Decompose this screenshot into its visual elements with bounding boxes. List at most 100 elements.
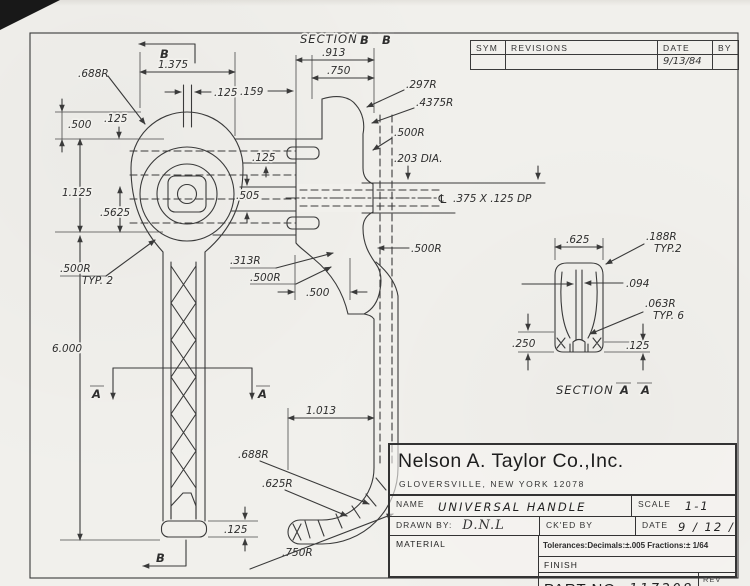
hook-inner-arc	[321, 467, 375, 521]
path-linework	[55, 111, 164, 541]
dim-1125-label: 1.125	[62, 187, 92, 199]
company-address: GLOVERSVILLE, NEW YORK 12078	[390, 477, 735, 496]
dim-094-label: .094	[626, 278, 649, 290]
path-linework	[208, 520, 258, 538]
material-label: MATERIAL	[390, 536, 539, 586]
dim-625r-bot-label: .625R	[262, 478, 293, 490]
section-aa-feet	[556, 337, 602, 353]
section-aa-rib	[575, 269, 583, 341]
rev-header-by: BY	[713, 41, 738, 55]
path-linework	[249, 513, 394, 570]
dim-297r-label: .297R	[406, 79, 437, 91]
head-circle-outer	[139, 146, 235, 242]
scan-corner-artifact	[0, 0, 60, 30]
path-linework	[295, 266, 332, 285]
dims-top: .688R 1.375 .125 .159 .913 .750	[76, 45, 375, 139]
dim-5625-label: .5625	[100, 207, 130, 219]
section-bb-letter2: B	[382, 33, 391, 47]
rev-label: REV	[698, 573, 735, 586]
centerline-symbol: ℄	[437, 192, 448, 206]
dim-750-label: .750	[327, 65, 351, 77]
path-linework	[605, 243, 645, 265]
path-linework	[107, 75, 146, 125]
cut-b-top-label: B	[160, 47, 169, 61]
path-linework	[294, 255, 351, 300]
dim-063r-typ-label: TYP. 6	[653, 310, 684, 322]
hook-hatch-ticks	[292, 477, 387, 541]
dim-505-label: .505	[236, 190, 260, 202]
dim-688r-top-label: .688R	[78, 68, 109, 80]
dim-500r-mid-label: .500R	[250, 272, 281, 284]
rev-entry-date: 9/13/84	[658, 55, 713, 69]
part-no-value: 117208	[629, 582, 694, 586]
rev-header-revisions: REVISIONS	[506, 41, 658, 55]
dim-250-label: .250	[512, 338, 536, 350]
date-value: 9 / 12 / 88	[678, 520, 735, 534]
path-linework	[275, 251, 334, 269]
path-linework	[371, 107, 415, 124]
path-linework	[105, 239, 156, 277]
rib-slot-upper	[286, 146, 320, 160]
dim-6000-label: 6.000	[52, 343, 82, 355]
dim-203dia-label: .203 DIA.	[394, 153, 443, 165]
top-rib-lines	[182, 84, 193, 128]
tolerances-note: Tolerances:Decimals:±.005 Fractions:± 1/…	[539, 536, 735, 557]
dim-625-aa-label: .625	[566, 234, 590, 246]
section-aa-caption: SECTION	[556, 383, 614, 397]
dims-bottom: 1.013 .688R .625R .125 .750R	[208, 403, 394, 570]
dim-stud-label: .375 X .125 DP	[453, 193, 532, 205]
rib-slot-lower	[286, 216, 320, 230]
dims-left: .500 .125 1.125 .5625 6.000 .500R TYP. 2	[50, 98, 164, 541]
shaft-end-cap	[160, 520, 208, 538]
dim-1013-label: 1.013	[306, 405, 336, 417]
shaft-walls	[162, 251, 206, 522]
scale-cell: SCALE 1-1	[631, 496, 735, 516]
company-name: Nelson A. Taylor Co.,Inc.	[398, 450, 624, 472]
dim-typ2-label: TYP. 2	[82, 275, 113, 287]
dim-750r-label: .750R	[282, 547, 313, 559]
center-hole	[176, 183, 198, 205]
name-label: NAME	[396, 499, 425, 509]
neck-left	[130, 167, 164, 253]
cut-b-bottom-arrow	[143, 539, 187, 566]
date-label: DATE	[642, 520, 669, 530]
dim-4375r-label: .4375R	[416, 97, 453, 109]
dim-063r-label: .063R	[645, 298, 676, 310]
section-aa-letter2: A	[640, 383, 650, 397]
dim-188r-typ-label: TYP.2	[654, 243, 682, 255]
dim-125-label: .125	[104, 113, 128, 125]
cut-a-right-label: A	[257, 387, 267, 401]
rev-entry-sym	[471, 55, 506, 69]
section-aa-letter1: A	[619, 383, 629, 397]
dim-500r-neck-label: .500R	[60, 263, 91, 275]
rev-entry-revision	[506, 55, 658, 69]
path-linework	[372, 137, 393, 151]
grip-loop	[287, 114, 399, 545]
shaft-tip-detail	[170, 492, 197, 520]
scale-label: SCALE	[638, 499, 671, 509]
dims-right: .297R .4375R .500R .203 DIA. ℄ .375 X .1…	[366, 77, 541, 257]
drawn-by-value: D.N.L	[462, 518, 505, 533]
section-aa-cavity	[560, 271, 598, 339]
cut-a-left-label: A	[91, 387, 101, 401]
dim-125-aa-label: .125	[626, 340, 650, 352]
revisions-table: SYM REVISIONS DATE BY 9/13/84	[470, 40, 739, 70]
grip-outer-wall	[375, 261, 399, 469]
boss-edge-lines	[212, 138, 297, 236]
dim-688r-bot-label: .688R	[238, 449, 269, 461]
dim-500-mid-label: .500	[306, 287, 330, 299]
section-bb-view	[285, 96, 546, 315]
head-circle-inner	[156, 163, 218, 225]
dim-rib125-label: .125	[252, 152, 276, 164]
finish-label: FINISH	[539, 557, 735, 573]
section-aa-view: .625 .188R TYP.2 .094 .063R TYP. 6 .250 …	[510, 229, 686, 371]
section-aa-outline	[554, 262, 604, 353]
drawn-by-label: DRAWN BY:	[396, 520, 453, 530]
hook-outer-arc	[321, 467, 399, 545]
dim-1375-label: 1.375	[158, 59, 188, 71]
grip-inner-wall	[363, 313, 375, 469]
date-cell: DATE 9 / 12 / 88	[635, 517, 735, 535]
grip-hidden-walls	[379, 114, 393, 466]
path-linework	[284, 489, 348, 517]
